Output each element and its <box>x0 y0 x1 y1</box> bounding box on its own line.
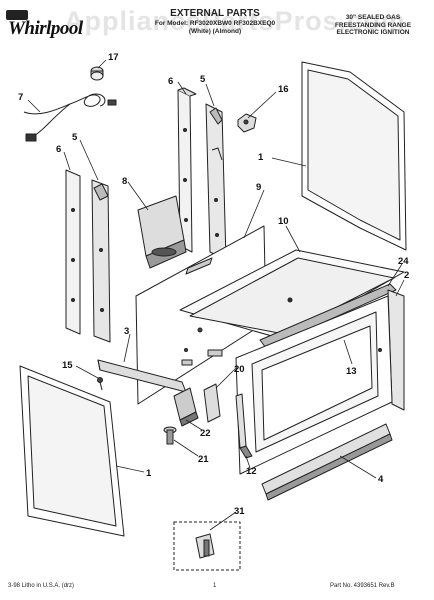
part-21-leveling-leg <box>163 426 177 445</box>
part-6-front-rail-left <box>65 169 81 335</box>
callout-1-bottom: 1 <box>146 468 152 479</box>
callout-2: 2 <box>404 270 409 281</box>
callout-7: 7 <box>18 92 23 103</box>
brand-logo: Whirlpool <box>6 10 88 44</box>
range-type-line-2: FREESTANDING RANGE <box>334 21 412 29</box>
part-20-bracket <box>203 383 221 423</box>
part-5-rear-rail-right <box>205 103 227 261</box>
footer-part-number: Part No. 4393651 Rev.B <box>330 583 395 589</box>
part-10-cooktop-support <box>179 249 405 341</box>
part-24-trim-strip <box>259 283 397 349</box>
range-type-line-3: ELECTRONIC IGNITION <box>336 29 410 36</box>
watermark-text: AppliancePartsPros.com <box>64 6 406 36</box>
callout-9: 9 <box>256 182 261 193</box>
callout-15: 15 <box>62 360 73 371</box>
callout-17: 17 <box>108 52 119 63</box>
callout-21: 21 <box>198 454 209 465</box>
callout-13: 13 <box>346 366 357 377</box>
footer-page-number: 1 <box>213 583 217 589</box>
callout-22: 22 <box>200 428 211 439</box>
callout-6-top: 6 <box>168 76 173 87</box>
part-1-side-panel-right <box>301 61 407 251</box>
logo-text: Whirlpool <box>8 18 83 39</box>
callout-8: 8 <box>122 176 127 187</box>
part-7-power-cord <box>23 93 117 142</box>
callout-1-top: 1 <box>258 152 264 163</box>
range-type-line-1: 30" SEALED GAS <box>345 14 401 21</box>
part-15-screw <box>97 377 103 391</box>
part-31-leveling-leg-assembly <box>173 521 241 571</box>
callout-20: 20 <box>234 364 245 375</box>
page-title: EXTERNAL PARTS <box>170 8 260 19</box>
part-17-bushing <box>90 66 104 81</box>
part-22-foot-bracket <box>173 387 199 427</box>
leader-lines <box>27 59 405 531</box>
header-right: 30" SEALED GAS FREESTANDING RANGE ELECTR… <box>318 14 428 37</box>
footer-litho: 3-98 Litho in U.S.A. (drz) <box>8 583 75 589</box>
callout-16: 16 <box>278 84 289 95</box>
callout-10: 10 <box>278 216 289 227</box>
callout-4: 4 <box>378 474 384 485</box>
logo-badge <box>6 10 28 20</box>
header-center: EXTERNAL PARTS For Model: RF3020XBW0 RF3… <box>130 8 300 35</box>
color-line: (White) (Almond) <box>188 27 242 35</box>
callout-6-left: 6 <box>56 144 61 155</box>
part-1-side-panel-left <box>19 365 125 537</box>
part-12-side-strip <box>235 393 253 459</box>
callout-5-left: 5 <box>72 132 78 143</box>
part-8-heat-shield <box>137 195 187 269</box>
callout-3: 3 <box>124 326 129 337</box>
callout-31: 31 <box>234 506 245 517</box>
part-4-kickplate <box>261 423 393 501</box>
model-line: For Model: RF3020XBW0 RF302BXEQ0 <box>154 20 276 27</box>
part-5-front-rail-right <box>91 179 111 343</box>
callout-24: 24 <box>398 256 409 267</box>
callout-12: 12 <box>246 466 257 477</box>
part-16-bracket <box>237 113 257 133</box>
callout-5-top: 5 <box>200 74 206 85</box>
